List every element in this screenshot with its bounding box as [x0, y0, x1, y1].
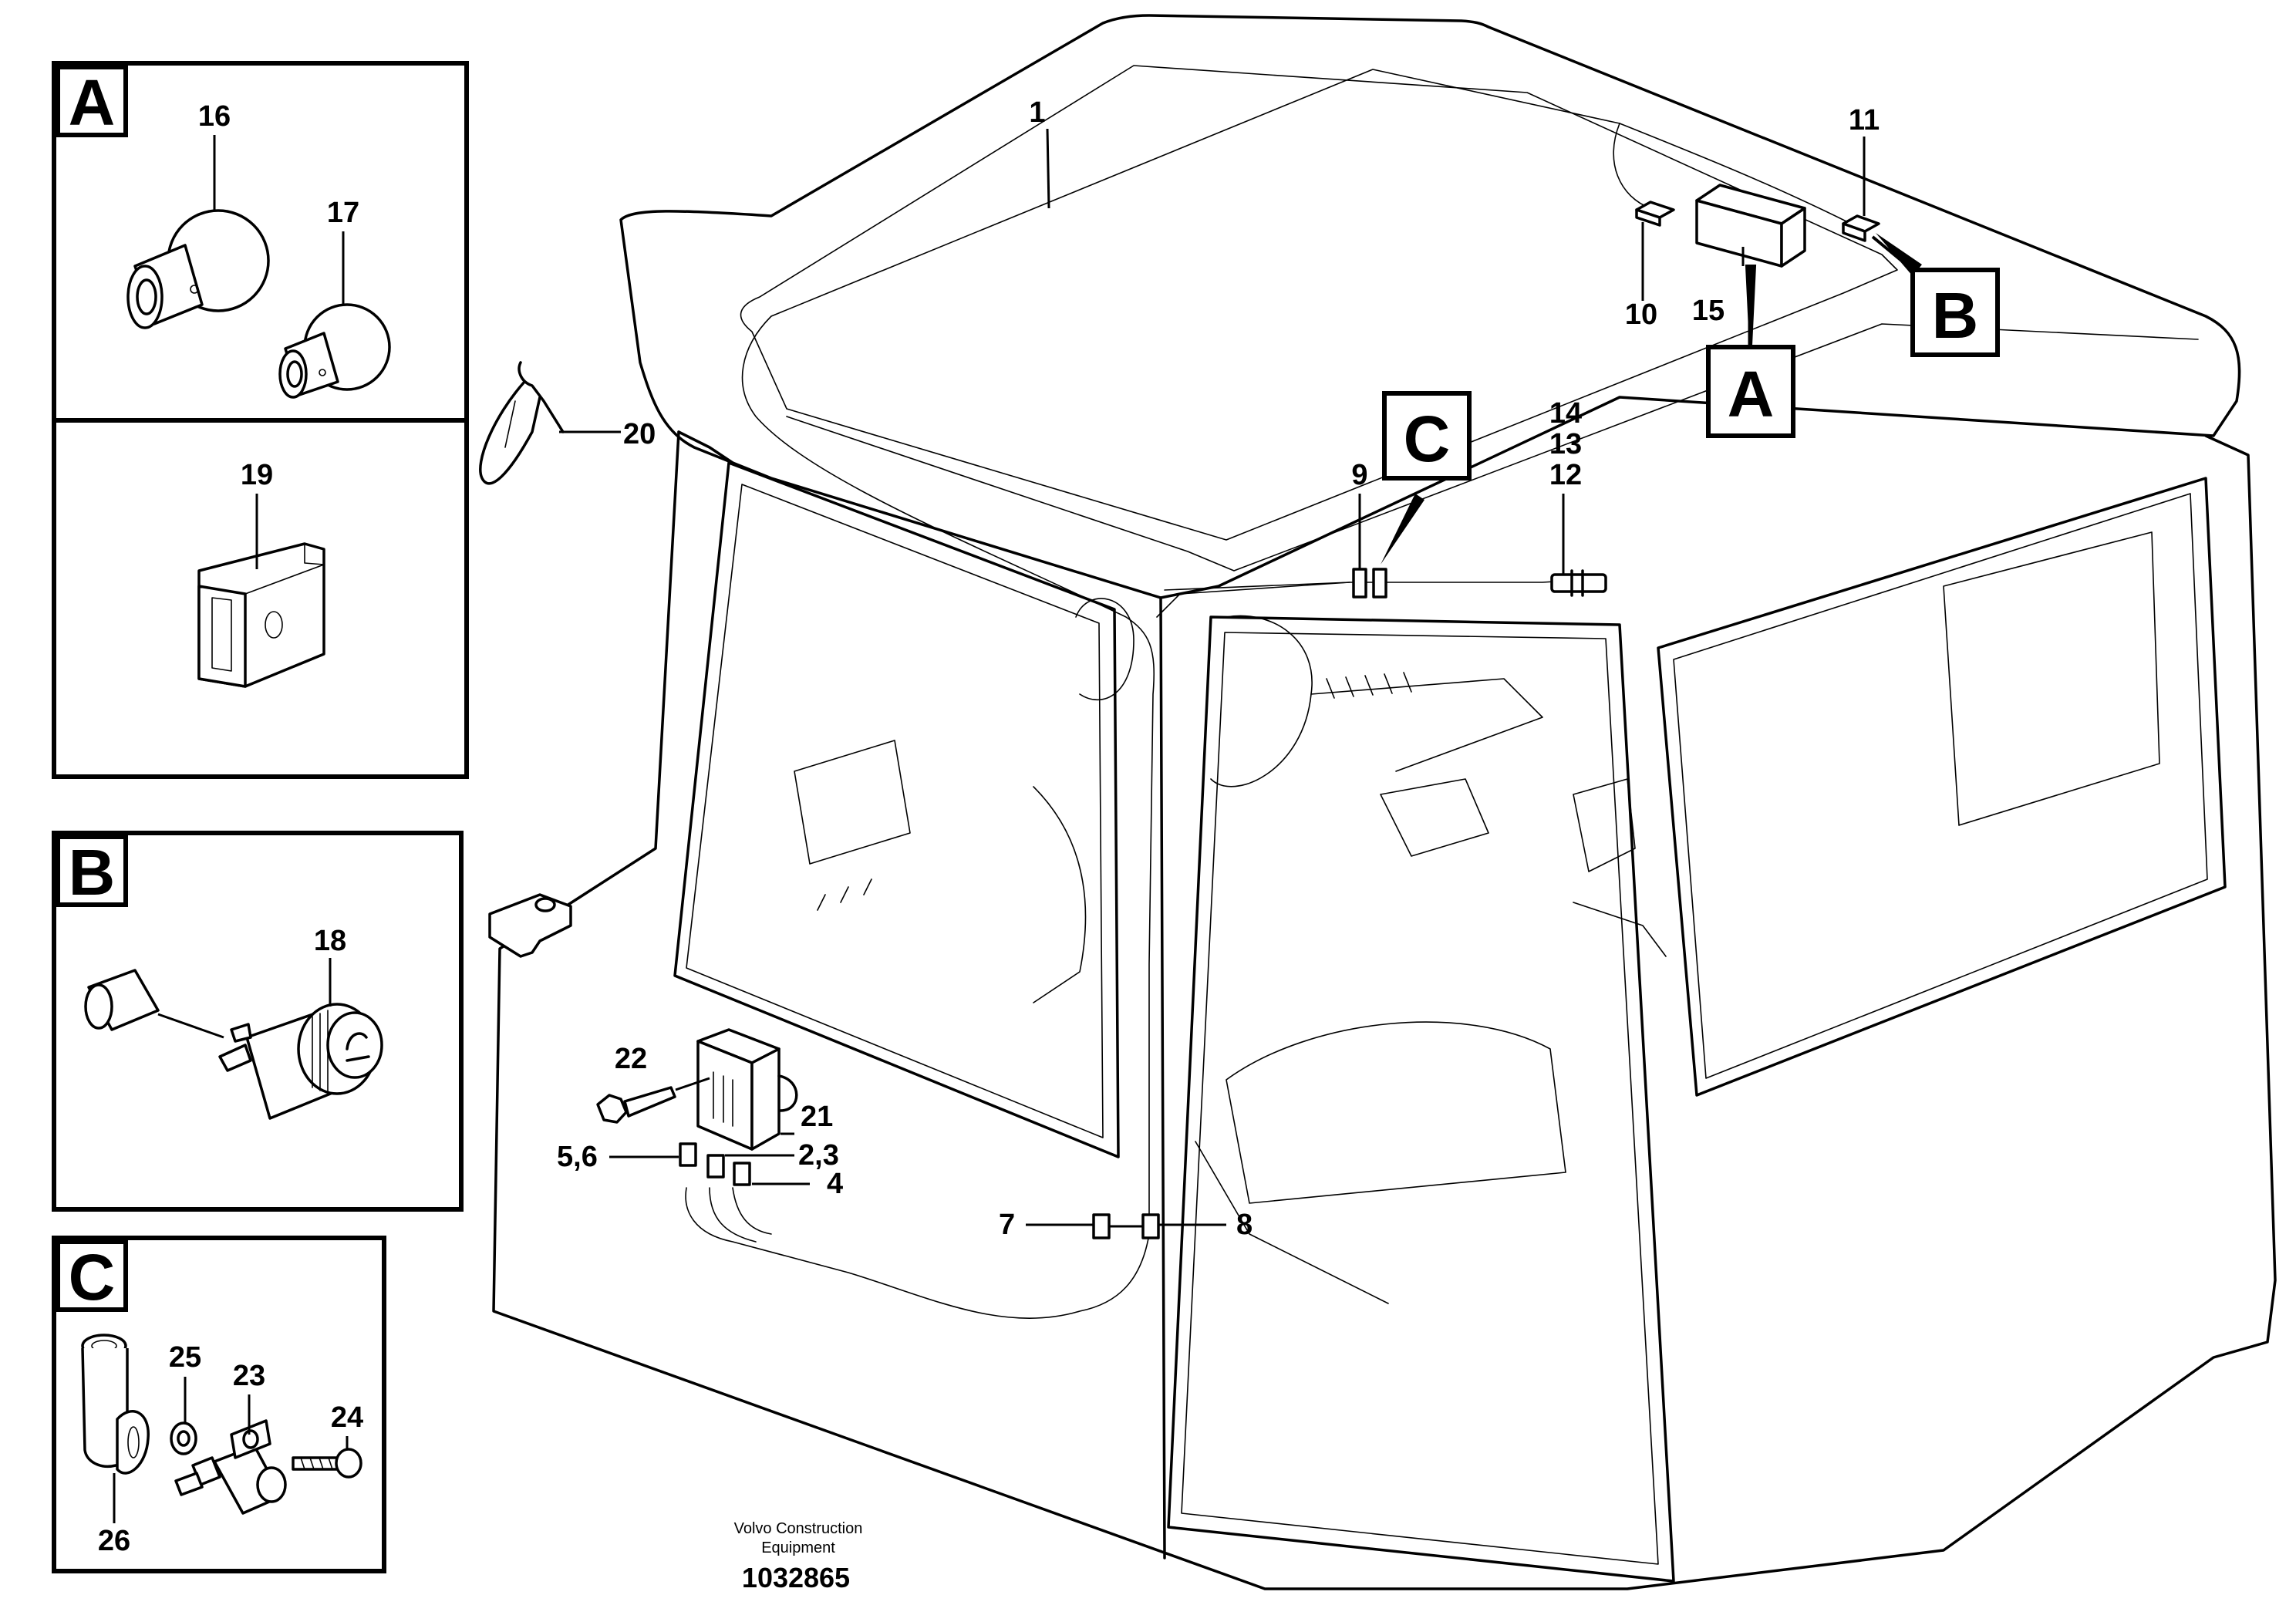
callout-25: 25 [169, 1341, 201, 1374]
component-25-washer [170, 1421, 197, 1455]
component-bracket [488, 893, 572, 958]
svg-text:C: C [69, 1241, 116, 1313]
callout-9: 9 [1351, 459, 1367, 491]
svg-text:A: A [69, 66, 116, 139]
company-line-2: Equipment [761, 1539, 835, 1556]
callout-numbers: 1 10 15 11 14 13 12 9 20 22 21 2,3 4 5,6… [557, 96, 1880, 1241]
svg-text:B: B [1932, 279, 1979, 352]
callout-8: 8 [1236, 1209, 1253, 1241]
component-24-screw [292, 1448, 362, 1479]
callout-2-3: 2,3 [798, 1139, 839, 1172]
callout-19: 19 [241, 459, 273, 491]
component-9-connectors [1352, 568, 1387, 599]
component-18-bulb-cap [84, 969, 160, 1031]
callout-7: 7 [999, 1209, 1015, 1241]
detail-panel-a: A 16 17 19 [52, 61, 469, 779]
detail-marker-b: B [1910, 268, 2000, 357]
component-19-holder [197, 542, 325, 688]
component-2-6-connectors [679, 1142, 751, 1186]
component-18-socket [218, 1003, 383, 1120]
callout-12: 12 [1549, 459, 1582, 491]
detail-panel-c: C 26 25 23 [52, 1236, 386, 1573]
component-7-8-connectors [1092, 1213, 1160, 1239]
callout-17: 17 [327, 197, 359, 229]
component-20-cable-tie [479, 361, 565, 485]
footer: Volvo Construction Equipment 1032865 [734, 1520, 863, 1593]
svg-text:A: A [1728, 358, 1775, 430]
svg-text:B: B [69, 836, 116, 909]
component-23-switch [174, 1419, 287, 1515]
component-22-bolt [596, 1086, 676, 1124]
detail-marker-c: C [1382, 391, 1472, 481]
callout-5-6: 5,6 [557, 1141, 598, 1173]
callout-20: 20 [623, 418, 656, 450]
callout-22: 22 [615, 1043, 647, 1075]
component-11-connector [1842, 214, 1880, 242]
company-line-1: Volvo Construction [734, 1520, 863, 1537]
callout-24: 24 [331, 1401, 363, 1434]
leader-lines [559, 128, 1922, 1228]
callout-14: 14 [1549, 397, 1582, 430]
component-12-14-connector [1550, 569, 1607, 597]
callout-1: 1 [1029, 96, 1045, 129]
callout-4: 4 [827, 1168, 843, 1200]
callout-26: 26 [98, 1525, 130, 1557]
callout-10: 10 [1625, 298, 1657, 331]
component-26-grommet [81, 1334, 150, 1475]
component-10-connector [1635, 201, 1675, 227]
component-21-relay [696, 1028, 798, 1151]
svg-text:C: C [1404, 403, 1451, 475]
component-17-bulb [278, 303, 391, 399]
callout-23: 23 [233, 1360, 265, 1392]
cab-illustration [492, 14, 2277, 1590]
drawing-number: 1032865 [742, 1562, 850, 1593]
component-16-bulb [126, 209, 270, 329]
callout-13: 13 [1549, 428, 1582, 460]
callout-21: 21 [801, 1101, 833, 1133]
callout-16: 16 [198, 100, 231, 133]
detail-panel-b: B 18 [52, 831, 464, 1212]
callout-11: 11 [1849, 104, 1880, 137]
callout-18: 18 [314, 925, 346, 957]
callout-15: 15 [1692, 295, 1725, 327]
component-15-box [1695, 184, 1806, 268]
detail-marker-a: A [1706, 345, 1795, 438]
